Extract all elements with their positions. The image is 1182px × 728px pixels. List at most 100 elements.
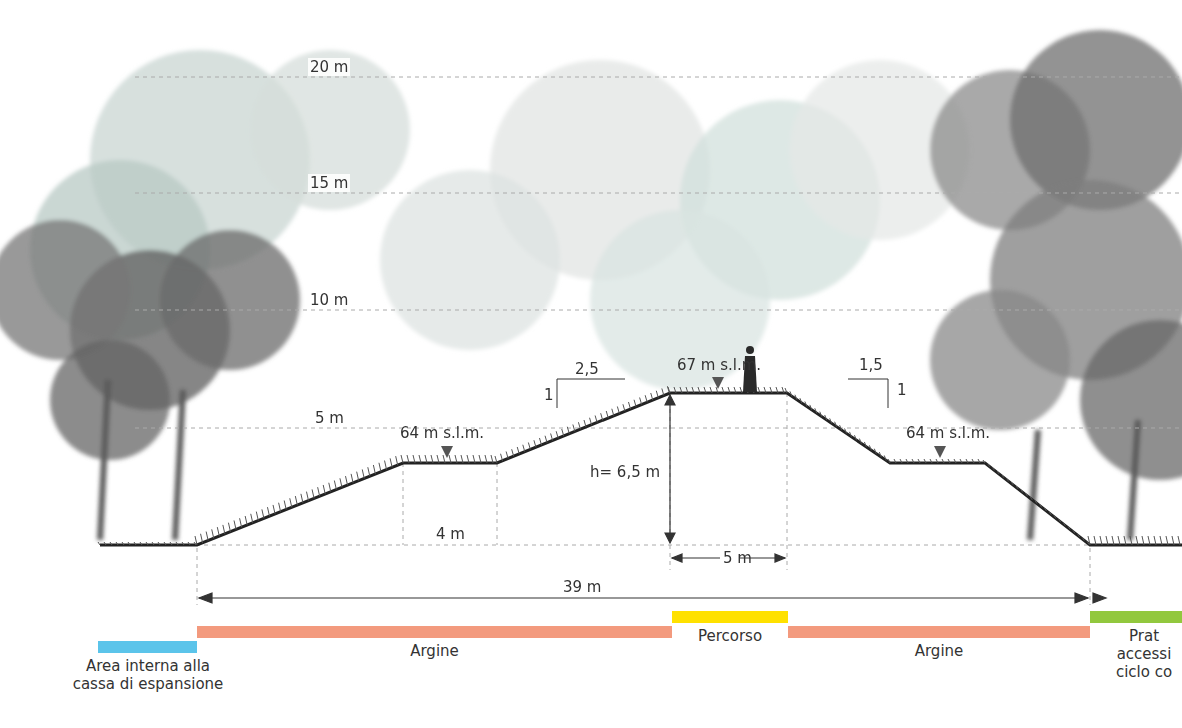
grass-stroke xyxy=(485,455,487,463)
grass-stroke xyxy=(764,387,766,393)
grass-stroke xyxy=(461,455,463,463)
grass-stroke xyxy=(686,387,688,393)
grass-stroke xyxy=(680,387,682,393)
grass-stroke xyxy=(290,498,292,507)
grass-stroke xyxy=(104,542,106,545)
grass-stroke xyxy=(785,388,787,393)
grass-stroke xyxy=(894,459,896,463)
grass-stroke xyxy=(879,452,881,457)
grass-stroke xyxy=(1049,512,1051,515)
grass-stroke xyxy=(912,459,914,463)
grass-stroke xyxy=(379,463,381,472)
dimension-label: 10 m xyxy=(308,291,350,309)
grass-stroke xyxy=(346,476,348,485)
grass-stroke xyxy=(573,424,575,431)
grass-stroke xyxy=(1136,536,1138,545)
grass-stroke xyxy=(983,460,985,463)
grass-stroke xyxy=(830,418,832,423)
grass-stroke xyxy=(431,455,433,463)
grass-stroke xyxy=(122,542,124,545)
grass-stroke xyxy=(467,455,469,463)
grass-stroke xyxy=(134,542,136,545)
grass-stroke xyxy=(1088,536,1090,545)
grass-stroke xyxy=(667,386,669,393)
grass-stroke xyxy=(869,445,871,450)
grass-stroke xyxy=(1106,536,1108,545)
dimension-label: 39 m xyxy=(561,578,603,596)
grass-stroke xyxy=(556,431,558,438)
band-label: Argine xyxy=(788,642,1090,660)
grass-stroke xyxy=(373,465,375,474)
grass-stroke xyxy=(734,387,736,393)
dimension-label: 64 m s.l.m. xyxy=(904,424,992,442)
grass-stroke xyxy=(240,518,242,527)
grass-stroke xyxy=(884,455,886,460)
grass-stroke xyxy=(674,387,676,393)
grass-stroke xyxy=(368,467,370,476)
dimension-label: h= 6,5 m xyxy=(588,463,662,481)
grass-stroke xyxy=(1026,493,1028,496)
grass-stroke xyxy=(523,445,525,452)
grass-stroke xyxy=(517,447,519,454)
grass-stroke xyxy=(1142,536,1144,545)
grass-stroke xyxy=(212,529,214,538)
grass-stroke xyxy=(900,459,902,463)
band-label: Argine xyxy=(197,642,672,660)
grass-stroke xyxy=(279,503,281,512)
grass-stroke xyxy=(512,449,514,456)
grass-stroke xyxy=(1100,536,1102,545)
legend-band: Percorso xyxy=(672,611,788,645)
grass-stroke xyxy=(217,527,219,536)
grass-stroke xyxy=(334,481,336,490)
grass-stroke xyxy=(301,494,303,503)
tree-crown xyxy=(380,170,560,350)
grass-stroke xyxy=(1082,538,1084,541)
grass-stroke xyxy=(782,387,784,393)
grass-stroke xyxy=(1087,541,1089,544)
grass-stroke xyxy=(1016,486,1018,489)
grass-stroke xyxy=(170,542,172,545)
dimension-label: 5 m xyxy=(313,409,346,427)
grass-stroke xyxy=(888,459,890,463)
tree-crown xyxy=(250,50,410,210)
dimension-label: 1 xyxy=(542,386,556,404)
grass-stroke xyxy=(116,542,118,545)
grass-stroke xyxy=(1002,475,1004,478)
grass-stroke xyxy=(606,411,608,418)
grass-stroke xyxy=(256,512,258,521)
grass-stroke xyxy=(924,459,926,463)
grass-stroke xyxy=(728,387,730,393)
tree-trunk xyxy=(1030,430,1038,540)
grass-stroke xyxy=(201,534,203,543)
dimension-label: 4 m xyxy=(434,525,467,543)
grass-stroke xyxy=(491,455,493,463)
grass-stroke xyxy=(692,387,694,393)
dimension-label: 67 m s.l.m. xyxy=(675,356,763,374)
grass-stroke xyxy=(228,523,230,532)
grass-stroke xyxy=(1154,536,1156,545)
grass-stroke xyxy=(407,455,409,463)
grass-stroke xyxy=(704,387,706,393)
grass-stroke xyxy=(988,464,990,467)
grass-stroke xyxy=(617,406,619,413)
dimension-label: 64 m s.l.m. xyxy=(398,424,486,442)
tree-trunk xyxy=(1130,420,1138,540)
dimension-label: 20 m xyxy=(308,58,350,76)
legend-band: Area interna alla cassa di espansione xyxy=(70,641,226,693)
grass-stroke xyxy=(776,387,778,393)
grass-stroke xyxy=(437,455,439,463)
tree-crown xyxy=(1080,320,1182,480)
grass-stroke xyxy=(992,467,994,470)
grass-stroke xyxy=(1054,515,1056,518)
color-band xyxy=(1090,611,1182,623)
grass-stroke xyxy=(662,388,664,395)
grass-stroke xyxy=(1112,536,1114,545)
grass-stroke xyxy=(158,542,160,545)
color-band xyxy=(788,626,1090,638)
grass-stroke xyxy=(1172,536,1174,545)
grass-stroke xyxy=(1021,490,1023,493)
grass-stroke xyxy=(997,471,999,474)
grass-stroke xyxy=(1166,536,1168,545)
grass-stroke xyxy=(805,401,807,406)
grass-stroke xyxy=(698,387,700,393)
